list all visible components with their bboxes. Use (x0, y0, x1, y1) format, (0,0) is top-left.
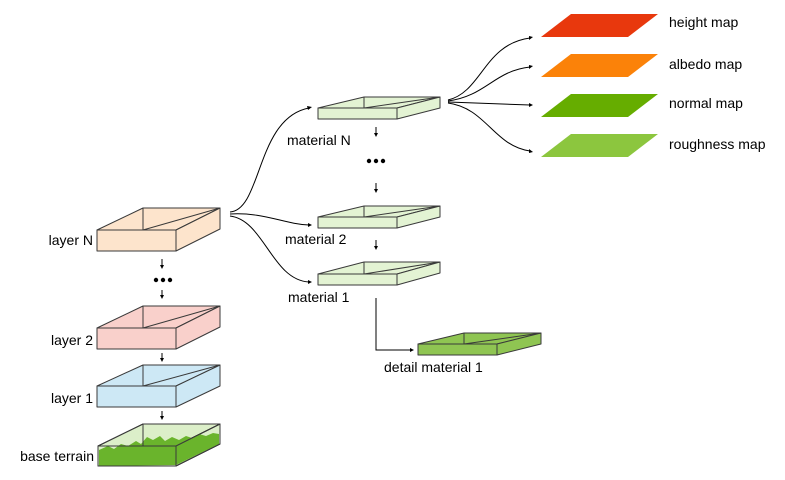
arrow-dots-to-layer-2-head (160, 295, 164, 299)
base-terrain-label: base terrain (20, 448, 94, 464)
base-terrain-box-outline (97, 423, 221, 467)
connector-material-n-to-albedo-map-head (529, 65, 533, 69)
layer-1-box-front (96, 385, 177, 408)
layer-1-box (96, 364, 221, 408)
connector-material-n-to-height-map-head (529, 36, 533, 40)
arrow-layer-1-to-base-head (160, 416, 164, 420)
ellipsis-dot (373, 158, 379, 164)
material-1-box-front (317, 273, 398, 286)
connector-layer-n-to-material-n (229, 107, 310, 213)
arrow-layer-2-to-layer-1-head (160, 358, 164, 362)
layer-1-box-side (175, 364, 221, 408)
layer-to-material-connectors (229, 106, 312, 284)
albedo-map-label: albedo map (669, 56, 742, 72)
connector-layer-n-to-material-1 (229, 215, 310, 283)
material-to-map-connectors (447, 36, 533, 153)
layer-1-box-inner (97, 364, 221, 387)
material-2-box (317, 205, 441, 229)
height-map-plane (541, 14, 658, 37)
detail-material-1-box-side (496, 332, 542, 356)
layer-n-label: layer N (49, 232, 93, 248)
detail-material-1-box (417, 332, 542, 356)
connector-material-n-to-roughness-map-head (529, 149, 533, 153)
material-1-box (317, 261, 441, 286)
ellipsis-dot (153, 277, 159, 283)
material-2-box-inner (318, 205, 441, 218)
material-n-box-front (317, 107, 398, 120)
layer-2-box-side (175, 305, 221, 350)
detail-material-1-box-front (417, 343, 498, 356)
albedo-map-plane (541, 54, 658, 77)
layer-2-box-front (96, 327, 177, 350)
connector-material-n-to-albedo-map (447, 66, 531, 102)
arrow-dots-to-material-2-head (374, 189, 378, 193)
material-1-box-inner (318, 261, 441, 275)
material-n-label: material N (287, 132, 351, 148)
connector-material-n-to-roughness-map (447, 102, 531, 152)
layer-n-box (96, 207, 221, 252)
ellipsis-dot (167, 277, 173, 283)
layer-n-box-inner (97, 207, 221, 231)
connector-material-1-to-detail (375, 298, 411, 351)
roughness-map-plane (541, 134, 658, 157)
material-n-box-side (396, 96, 441, 120)
detail-material-1-label: detail material 1 (384, 359, 483, 375)
roughness-map-label: roughness map (669, 136, 766, 152)
normal-map-label: normal map (669, 95, 743, 111)
material-1-box-side (396, 261, 441, 286)
connector-material-1-to-detail-head (410, 348, 414, 352)
material-1-label: material 1 (288, 289, 350, 305)
material-n-box (317, 96, 441, 120)
ellipsis-dot (366, 158, 372, 164)
layer-2-box (96, 305, 221, 350)
connector-material-n-to-normal-map-head (529, 103, 533, 107)
ellipsis-dot (380, 158, 386, 164)
connector-layer-n-to-material-2 (229, 213, 310, 226)
material-ellipsis (366, 158, 386, 164)
height-map-label: height map (669, 14, 738, 30)
layer-2-box-inner (97, 305, 221, 329)
layer-n-box-front (96, 229, 177, 252)
material-2-label: material 2 (285, 231, 347, 247)
connector-material-n-to-normal-map (447, 101, 531, 106)
layer-2-label: layer 2 (51, 332, 93, 348)
ellipsis-dot (160, 277, 166, 283)
connector-layer-n-to-material-2-head (308, 223, 312, 227)
material-stack-arrows (374, 127, 414, 352)
layer-n-box-side (175, 207, 221, 252)
connector-layer-n-to-material-n-head (307, 106, 312, 110)
connector-material-n-to-height-map (447, 37, 531, 101)
base-terrain-box (97, 423, 221, 467)
normal-map-plane (541, 94, 658, 117)
arrow-layer-n-to-dots-head (160, 265, 164, 269)
layer-ellipsis (153, 277, 173, 283)
connector-layer-n-to-material-1-head (308, 280, 312, 284)
layer-1-label: layer 1 (51, 390, 93, 406)
terrain-surface (99, 433, 219, 466)
material-n-box-inner (318, 96, 441, 109)
material-2-box-front (317, 216, 398, 229)
material-2-box-side (396, 205, 441, 229)
detail-material-1-box-inner (418, 332, 542, 345)
layer-stack-arrows (160, 259, 164, 420)
arrow-material-n-to-dots-head (374, 133, 378, 137)
arrow-material-2-to-material-1-head (374, 246, 378, 250)
